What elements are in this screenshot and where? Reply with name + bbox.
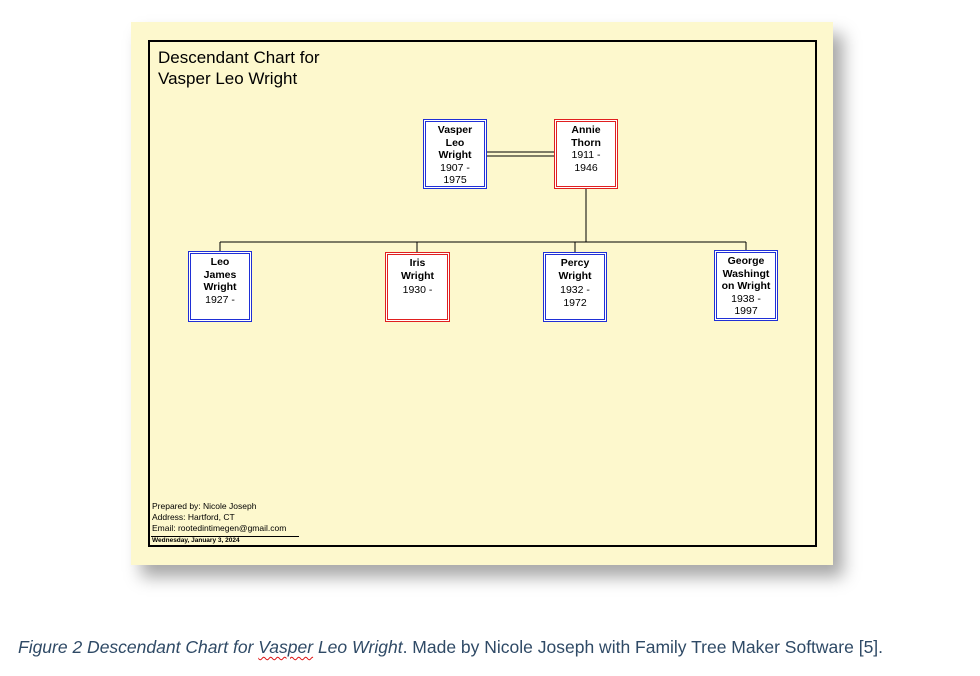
person-dates-line: 1907 -: [440, 161, 470, 174]
person-box-vasper: Vasper Leo Wright 1907 - 1975: [423, 119, 487, 189]
person-name-line: Washingt: [722, 267, 770, 280]
footer-address: Address: Hartford, CT: [152, 512, 235, 522]
person-dates-line: 1911 -: [571, 149, 601, 161]
person-name-line: Percy: [560, 257, 590, 269]
person-dates-line: 1930 -: [402, 284, 433, 296]
person-name-line: Thorn: [571, 136, 601, 149]
person-box-george: George Washingt on Wright 1938 - 1997: [714, 250, 778, 321]
person-dates-line: 1975: [443, 174, 467, 186]
caption-name-rest: Leo Wright: [313, 637, 403, 657]
person-dates-line: 1932 -: [560, 284, 590, 296]
person-name-line: on Wright: [721, 280, 771, 292]
person-box-percy: Percy Wright 1932 - 1972: [543, 252, 607, 322]
person-box-iris: Iris Wright 1930 -: [385, 252, 450, 322]
person-dates-line: 1972: [563, 296, 587, 309]
descendant-chart: Descendant Chart for Vasper Leo Wright V…: [131, 22, 833, 565]
chart-border: [148, 40, 817, 547]
person-name-line: Iris: [409, 257, 426, 269]
caption-rest: . Made by Nicole Joseph with Family Tree…: [402, 637, 884, 657]
chart-title-line-1: Descendant Chart for: [158, 48, 320, 67]
person-name-line: Leo: [445, 136, 465, 149]
person-name-line: Wright: [558, 269, 592, 282]
footer-email: Email: rootedintimegen@gmail.com: [152, 523, 287, 533]
person-name-line: George: [727, 255, 765, 267]
person-name-line: Wright: [400, 269, 435, 282]
person-name-line: Vasper: [437, 124, 473, 136]
person-name-line: Wright: [203, 281, 237, 293]
person-dates-line: 1938 -: [731, 292, 761, 305]
family-connectors: [219, 151, 747, 252]
person-box-leo: Leo James Wright 1927 -: [188, 251, 252, 322]
person-name-line: Wright: [438, 149, 472, 161]
caption-label: Figure 2 Descendant Chart for: [18, 637, 259, 657]
footer-date: Wednesday, January 3, 2024: [152, 537, 240, 544]
person-dates-line: 1946: [574, 161, 598, 174]
person-box-annie: Annie Thorn 1911 - 1946: [554, 119, 618, 189]
person-dates-line: 1927 -: [205, 293, 235, 306]
person-name-line: Annie: [571, 124, 601, 136]
caption-name-misspelled: Vasper: [258, 637, 314, 657]
person-dates-line: 1997: [734, 305, 758, 317]
figure-caption: Figure 2 Descendant Chart for Vasper Leo…: [18, 637, 883, 658]
person-name-line: Leo: [210, 256, 230, 268]
footer-prepared-by: Prepared by: Nicole Joseph: [152, 501, 257, 511]
chart-title-line-2: Vasper Leo Wright: [158, 69, 298, 88]
person-name-line: James: [203, 268, 237, 281]
footer-divider: [151, 536, 299, 537]
